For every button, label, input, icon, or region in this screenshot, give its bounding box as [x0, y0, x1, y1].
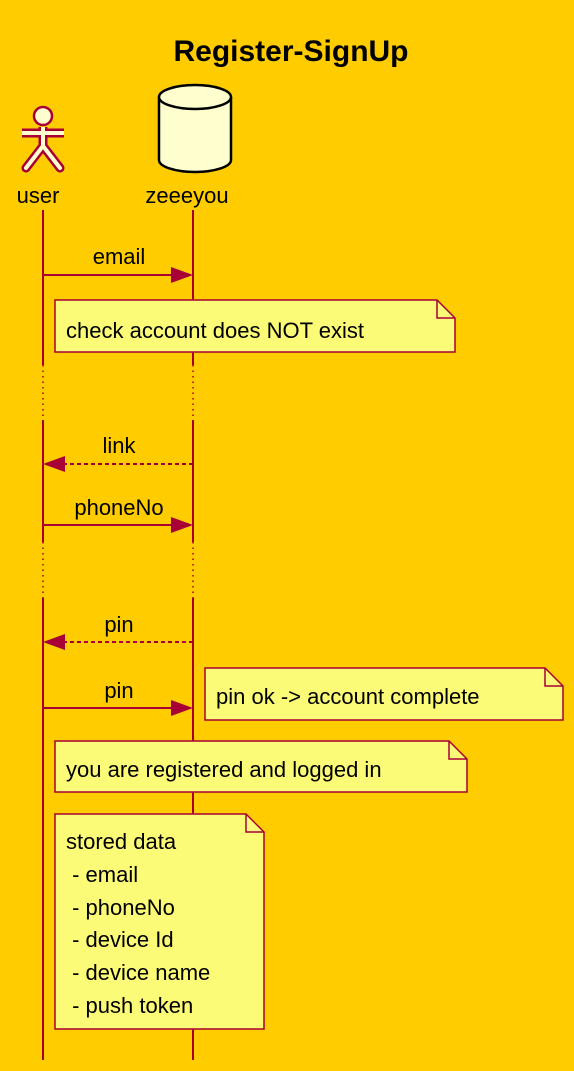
- note-pin-ok: pin ok -> account complete: [204, 667, 564, 721]
- note-check-account: check account does NOT exist: [54, 299, 456, 353]
- note-line: - email: [66, 862, 138, 887]
- message-label: pin: [104, 612, 133, 637]
- participant-label-zeeeyou: zeeeyou: [145, 183, 228, 208]
- arrowhead-icon: [171, 267, 193, 283]
- arrowhead-icon: [171, 517, 193, 533]
- arrowhead-icon: [43, 456, 65, 472]
- message-phoneno: phoneNo: [43, 495, 193, 533]
- message-link: link: [43, 433, 193, 472]
- note-registered: you are registered and logged in: [54, 740, 468, 793]
- message-label: link: [102, 433, 136, 458]
- note-line: - device name: [66, 960, 210, 985]
- message-pin-return: pin: [43, 612, 193, 650]
- actor-icon: [21, 105, 65, 173]
- actor-user: user: [17, 105, 65, 208]
- database-zeeeyou: zeeeyou: [145, 83, 233, 208]
- message-pin: pin: [43, 678, 193, 716]
- arrowhead-icon: [171, 700, 193, 716]
- database-icon: [157, 83, 233, 174]
- note-line: - phoneNo: [66, 895, 175, 920]
- note-text: check account does NOT exist: [66, 318, 364, 343]
- note-stored-data: stored data - email - phoneNo - device I…: [54, 813, 265, 1030]
- note-line: - device Id: [66, 927, 174, 952]
- note-line: - push token: [66, 993, 193, 1018]
- note-text: pin ok -> account complete: [216, 684, 480, 709]
- message-label: email: [93, 244, 146, 269]
- message-label: phoneNo: [74, 495, 163, 520]
- note-text: you are registered and logged in: [66, 757, 382, 782]
- message-email: email: [43, 244, 193, 283]
- arrowhead-icon: [43, 634, 65, 650]
- note-line: stored data: [66, 829, 177, 854]
- diagram-title: Register-SignUp: [173, 35, 408, 68]
- participant-label-user: user: [17, 183, 60, 208]
- message-label: pin: [104, 678, 133, 703]
